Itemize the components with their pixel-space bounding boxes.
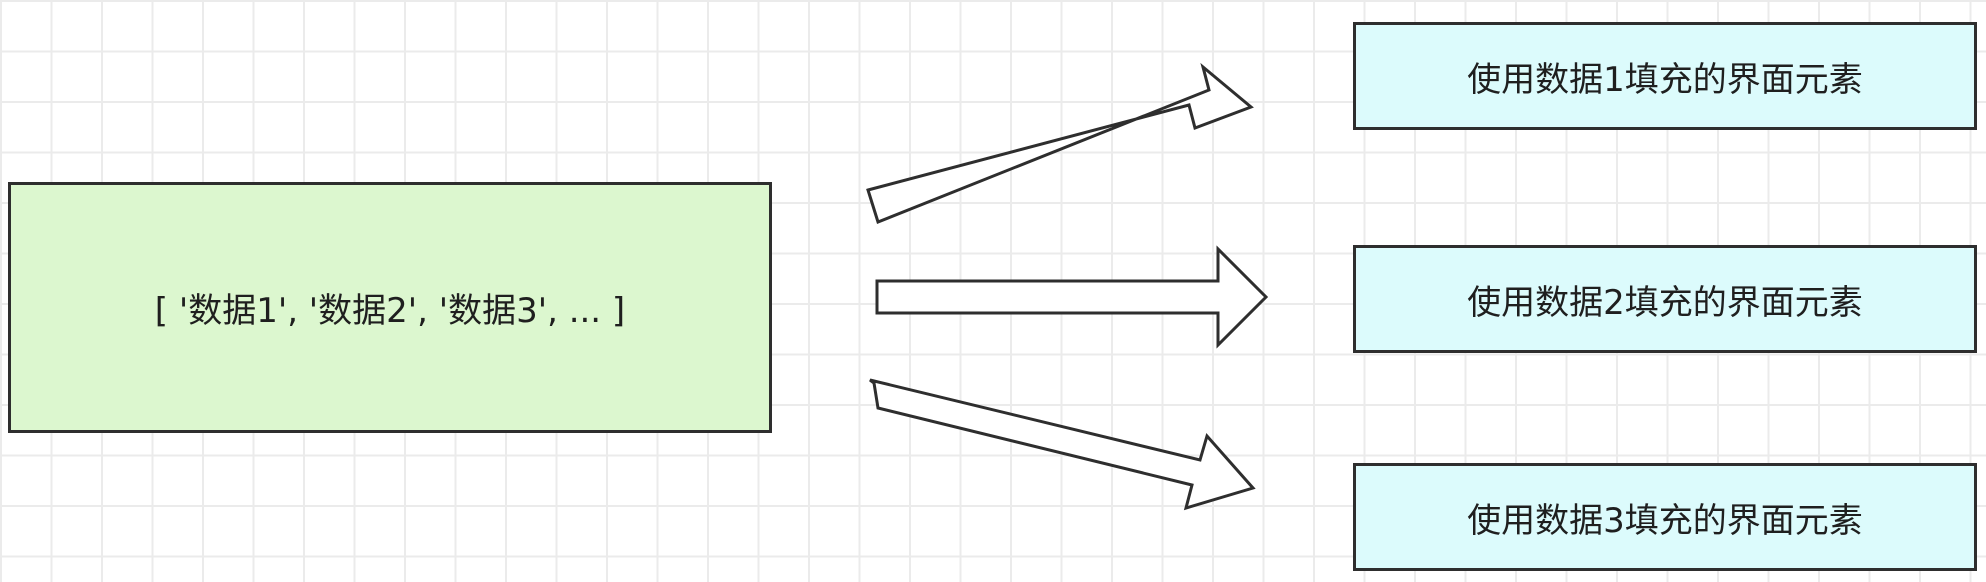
source-array-label: [ '数据1', '数据2', '数据3', ... ]	[154, 291, 626, 331]
target-element-box-3: 使用数据3填充的界面元素	[1353, 463, 1977, 571]
target-element-box-2: 使用数据2填充的界面元素	[1353, 245, 1977, 353]
arrow-right	[875, 245, 1269, 349]
arrow-down-right	[869, 378, 1256, 511]
target-element-label-1: 使用数据1填充的界面元素	[1467, 59, 1863, 100]
target-element-box-1: 使用数据1填充的界面元素	[1353, 22, 1977, 130]
target-element-label-2: 使用数据2填充的界面元素	[1467, 282, 1863, 323]
source-array-box: [ '数据1', '数据2', '数据3', ... ]	[8, 182, 772, 433]
arrow-up-right	[866, 62, 1254, 224]
target-element-label-3: 使用数据3填充的界面元素	[1467, 500, 1863, 541]
